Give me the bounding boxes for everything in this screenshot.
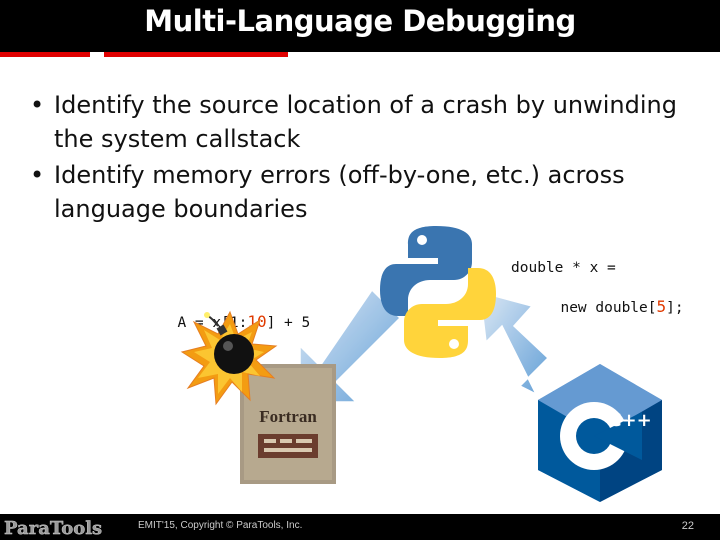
- cpp-logo-icon: C++: [532, 362, 668, 502]
- cpp-label: C++: [608, 410, 651, 431]
- paratools-logo: ParaTools: [2, 515, 114, 539]
- code-suffix: ];: [666, 300, 683, 316]
- code-prefix: new double[: [560, 300, 656, 316]
- python-logo-icon: [378, 222, 498, 362]
- bomb-explosion-icon: [180, 308, 280, 408]
- code-number: 5: [657, 297, 667, 316]
- fortran-label: Fortran: [259, 407, 317, 426]
- cpp-code-line-2: new double[5];: [543, 281, 684, 316]
- cpp-code-line-1: double * x =: [511, 260, 616, 276]
- page-number: 22: [682, 520, 694, 532]
- brand-text: ParaTools: [4, 518, 102, 539]
- footer-copyright: EMIT'15, Copyright © ParaTools, Inc.: [138, 520, 302, 531]
